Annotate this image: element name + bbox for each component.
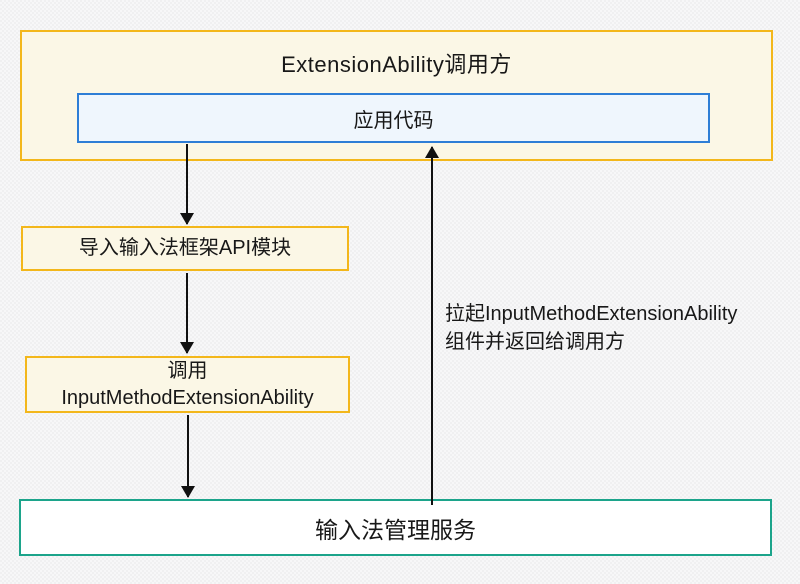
caller-box-title: ExtensionAbility调用方: [281, 52, 512, 77]
return-arrow-annotation: 拉起InputMethodExtensionAbility 组件并返回给调用方: [445, 300, 780, 356]
call-ability-box: 调用 InputMethodExtensionAbility: [25, 356, 350, 413]
app-code-label: 应用代码: [353, 109, 434, 132]
app-code-box: 应用代码: [77, 93, 710, 143]
call-ability-label-line2: InputMethodExtensionAbility: [61, 386, 314, 409]
return-annotation-line2: 组件并返回给调用方: [445, 331, 625, 353]
return-annotation-line1: 拉起InputMethodExtensionAbility: [445, 303, 738, 325]
ime-service-box: 输入法管理服务: [19, 499, 772, 556]
call-ability-label-line1: 调用: [167, 359, 208, 382]
import-module-box: 导入输入法框架API模块: [21, 226, 349, 271]
import-module-label: 导入输入法框架API模块: [78, 237, 292, 259]
ime-service-label: 输入法管理服务: [315, 516, 476, 543]
